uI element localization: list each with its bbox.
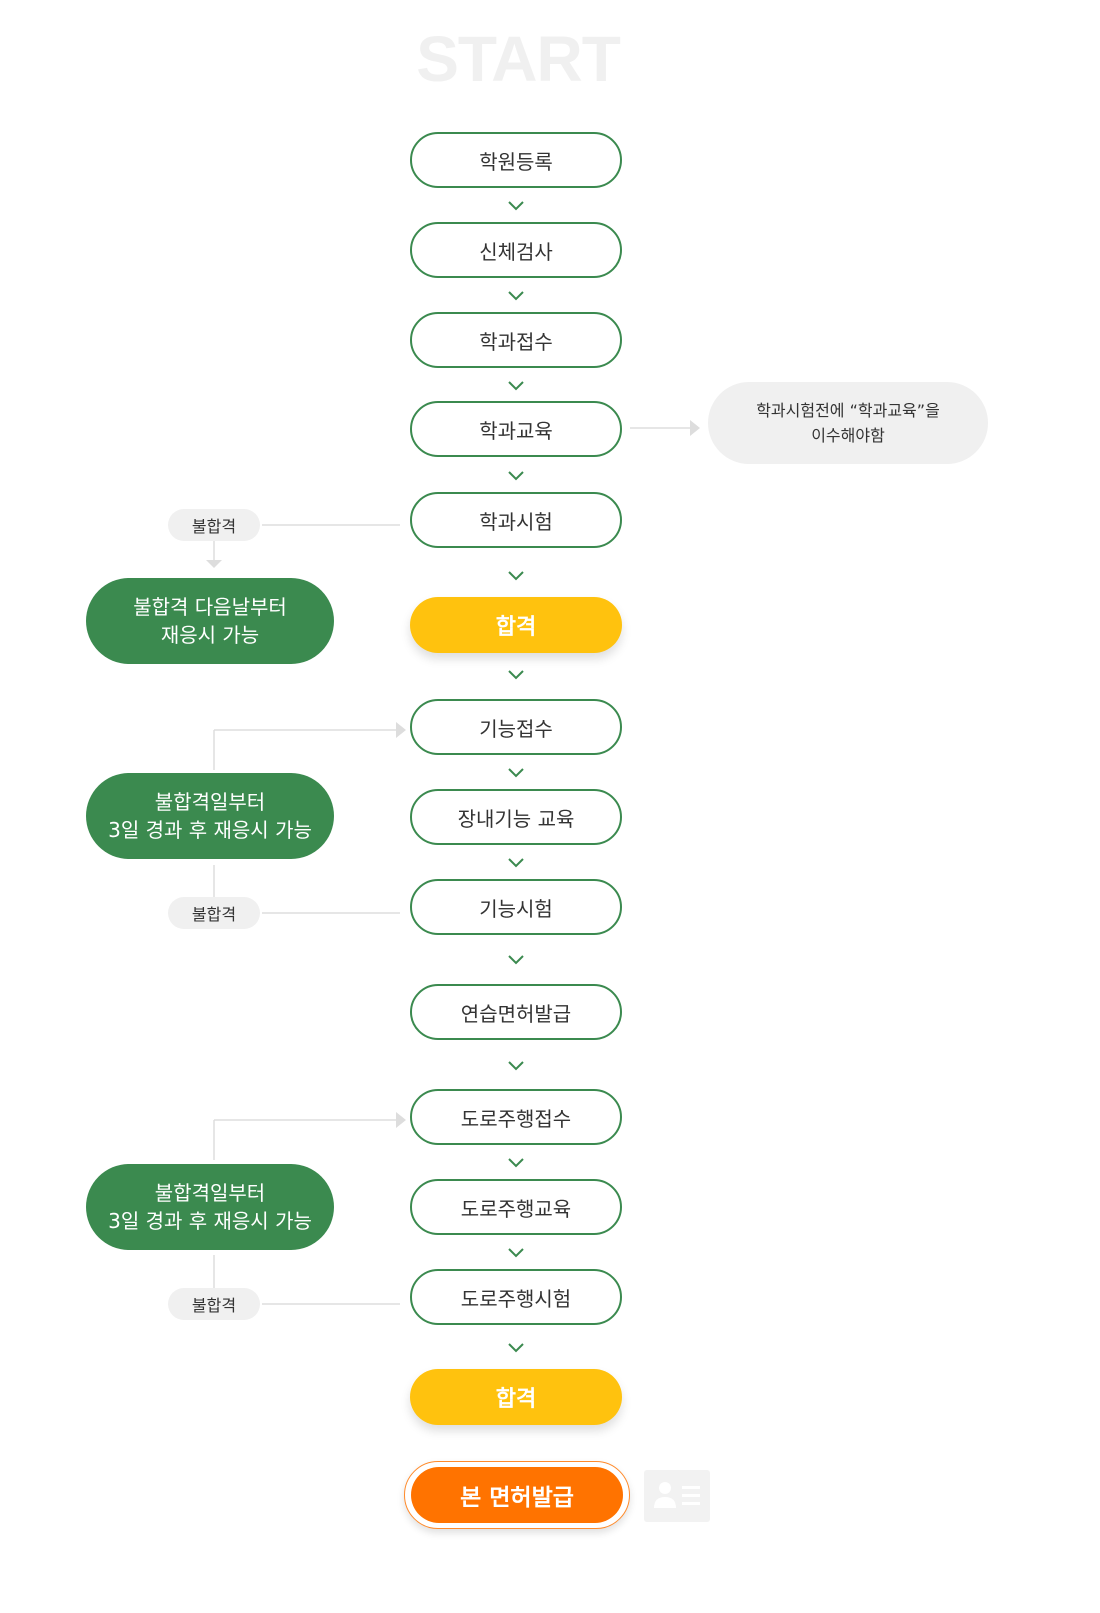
retake-road-line-2: 3일 경과 후 재응시 가능: [108, 1209, 312, 1233]
note-line-2: 이수해야함: [811, 426, 885, 445]
chevron-down-icon: [508, 955, 524, 965]
note-arrow: [690, 420, 700, 436]
chevron-down-icon: [508, 201, 524, 211]
final-license-button: 본 면허발급: [411, 1467, 623, 1523]
step-academy-registration: 학원등록: [410, 132, 622, 188]
step-skill-education: 장내기능 교육: [410, 789, 622, 845]
fail-tag-written: 불합격: [168, 509, 260, 541]
retake-skill-line-1: 불합격일부터: [154, 790, 266, 814]
chevron-down-icon: [508, 571, 524, 581]
step-learner-license: 연습면허발급: [410, 984, 622, 1040]
retake-info-skill: 불합격일부터 3일 경과 후 재응시 가능: [86, 773, 334, 859]
chevron-down-icon: [508, 670, 524, 680]
retake-info-written: 불합격 다음날부터 재응시 가능: [86, 578, 334, 664]
chevron-down-icon: [508, 858, 524, 868]
pass-badge-written: 합격: [410, 597, 622, 653]
license-card-icon: [644, 1470, 710, 1522]
start-title: START: [416, 23, 621, 95]
note-line-1: 학과시험전에 “학과교육”을: [756, 401, 940, 420]
retake-info-road: 불합격일부터 3일 경과 후 재응시 가능: [86, 1164, 334, 1250]
step-road-test: 도로주행시험: [410, 1269, 622, 1325]
chevron-down-icon: [508, 381, 524, 391]
chevron-down-icon: [508, 291, 524, 301]
skill-loop-arrow: [396, 722, 406, 738]
chevron-down-icon: [508, 471, 524, 481]
retake-written-line-2: 재응시 가능: [160, 623, 260, 647]
chevron-down-icon: [508, 768, 524, 778]
step-road-education: 도로주행교육: [410, 1179, 622, 1235]
license-card-graphic: [654, 1482, 700, 1508]
retake-road-line-1: 불합격일부터: [154, 1181, 266, 1205]
chevron-down-icon: [508, 1343, 524, 1353]
retake-skill-line-2: 3일 경과 후 재응시 가능: [108, 818, 312, 842]
fail-tag-skill: 불합격: [168, 897, 260, 929]
step-written-test: 학과시험: [410, 492, 622, 548]
step-physical-exam: 신체검사: [410, 222, 622, 278]
chevron-down-icon: [508, 1158, 524, 1168]
step-written-application: 학과접수: [410, 312, 622, 368]
step-road-application: 도로주행접수: [410, 1089, 622, 1145]
final-license-frame: 본 면허발급: [404, 1461, 630, 1529]
step-skill-test: 기능시험: [410, 879, 622, 935]
written-education-note: 학과시험전에 “학과교육”을 이수해야함: [708, 382, 988, 464]
chevron-down-icon: [508, 1248, 524, 1258]
chevron-down-icon: [508, 1061, 524, 1071]
step-skill-application: 기능접수: [410, 699, 622, 755]
fail-tag-road: 불합격: [168, 1288, 260, 1320]
written-fail-arrow: [206, 560, 222, 568]
step-written-education: 학과교육: [410, 401, 622, 457]
retake-written-line-1: 불합격 다음날부터: [133, 595, 287, 619]
road-loop-arrow: [396, 1112, 406, 1128]
pass-badge-road: 합격: [410, 1369, 622, 1425]
